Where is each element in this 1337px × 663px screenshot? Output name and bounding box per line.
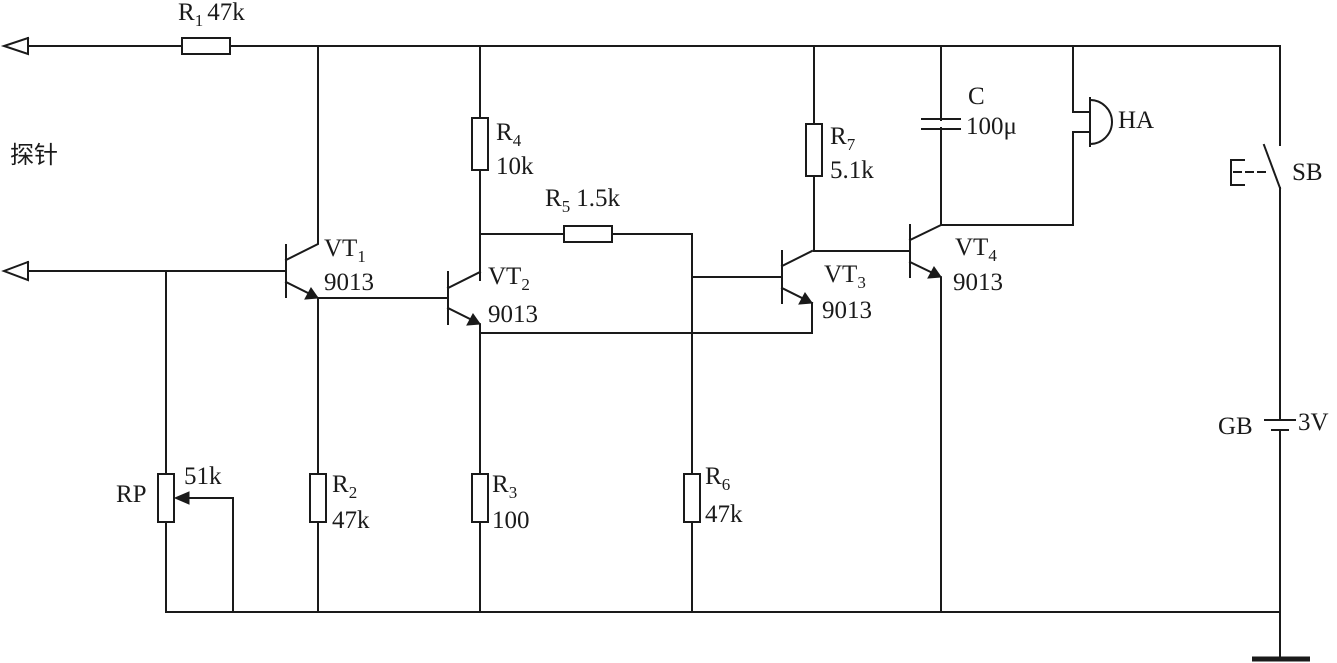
r2-label: R2	[332, 471, 357, 502]
vt2-emitter-arrow-icon	[466, 313, 481, 326]
probe-terminal-bottom	[1, 260, 30, 282]
vt3-label: VT3	[824, 261, 866, 292]
vt4-label: VT4	[955, 234, 997, 265]
battery-gb-value: 3V	[1298, 409, 1329, 436]
switch-sb-button-icon	[1230, 159, 1245, 186]
vt4-collector	[908, 45, 942, 242]
vt2-label: VT2	[488, 263, 530, 294]
rp-wiper-arrow-icon	[173, 491, 190, 505]
wire-r5-right	[611, 233, 693, 475]
r6-value-label: 47k	[705, 501, 743, 528]
vt1-emitter	[284, 280, 319, 475]
resistor-r3	[471, 473, 489, 523]
wire-vt2-vt3-emitter	[479, 307, 813, 334]
potentiometer-rp	[157, 473, 175, 523]
vt2-value-label: 9013	[488, 301, 538, 328]
r4-value-label: 10k	[496, 153, 534, 180]
resistor-r2	[309, 473, 327, 523]
r3-label: R3	[492, 471, 517, 502]
buzzer-ha-label: HA	[1118, 107, 1154, 134]
capacitor-gap	[925, 121, 957, 127]
r7-value-label: 5.1k	[830, 157, 874, 184]
r2-value-label: 47k	[332, 507, 370, 534]
vt3-value-label: 9013	[822, 297, 872, 324]
capacitor-c-label: C	[968, 83, 985, 110]
battery-gb-label: GB	[1218, 413, 1253, 440]
vt4-value-label: 9013	[953, 269, 1003, 296]
resistor-r5	[563, 225, 613, 243]
vt1-value-label: 9013	[324, 269, 374, 296]
wire-ha-return	[940, 131, 1091, 226]
rp-ref-label: RP	[116, 481, 147, 508]
resistor-r7	[805, 123, 823, 177]
vt2-emitter	[446, 306, 481, 475]
resistor-r6	[683, 473, 701, 523]
r7-label: R7	[830, 123, 856, 154]
rp-wiper-wire	[179, 497, 234, 613]
capacitor-c-value: 100μ	[966, 113, 1017, 140]
switch-sb-label: SB	[1292, 159, 1323, 186]
probe-label: 探针	[10, 141, 58, 169]
rp-value-label: 51k	[184, 463, 222, 490]
wire-ha-left	[1072, 45, 1091, 113]
vt1-collector	[284, 45, 319, 262]
switch-sb-blade	[1262, 143, 1282, 190]
r6-label: R6	[705, 463, 730, 494]
vt3-emitter-arrow-icon	[798, 292, 813, 305]
vt1-label: VT1	[324, 235, 366, 266]
vt4-emitter	[908, 260, 942, 613]
vt3-collector	[780, 249, 814, 268]
r3-value-label: 100	[492, 507, 530, 534]
vt2-collector	[446, 270, 482, 290]
vt4-emitter-arrow-icon	[927, 266, 942, 279]
resistor-r4	[471, 117, 489, 171]
buzzer-ha-icon	[1088, 98, 1113, 146]
probe-terminal-top	[0, 36, 30, 56]
r4-label: R4	[496, 119, 522, 150]
vt1-emitter-arrow-icon	[304, 287, 319, 300]
resistor-r1	[181, 37, 231, 55]
